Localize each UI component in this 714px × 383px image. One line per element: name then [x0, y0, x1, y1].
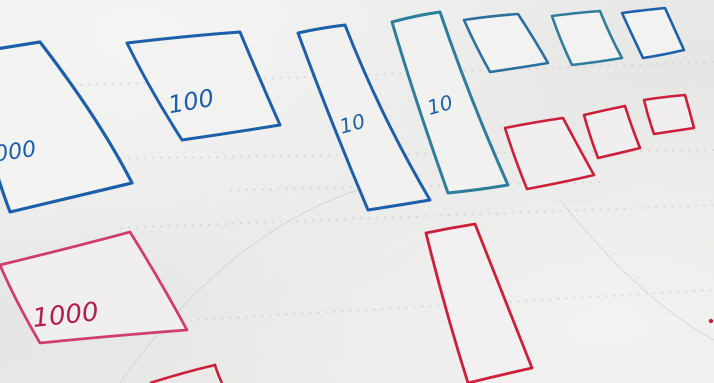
blue-hundred-square: 100: [127, 32, 280, 140]
red-ink-dot: [709, 319, 713, 323]
red-unit-squares: [505, 95, 694, 189]
pink-thousand-square: 1000: [0, 232, 187, 343]
red-partial-square-bottom: [150, 365, 222, 383]
red-ten-rod: [426, 224, 532, 383]
blue-thousand-square: 000: [0, 42, 132, 212]
faint-curved-lines: [120, 175, 714, 383]
blue-unit-squares: [464, 8, 684, 72]
